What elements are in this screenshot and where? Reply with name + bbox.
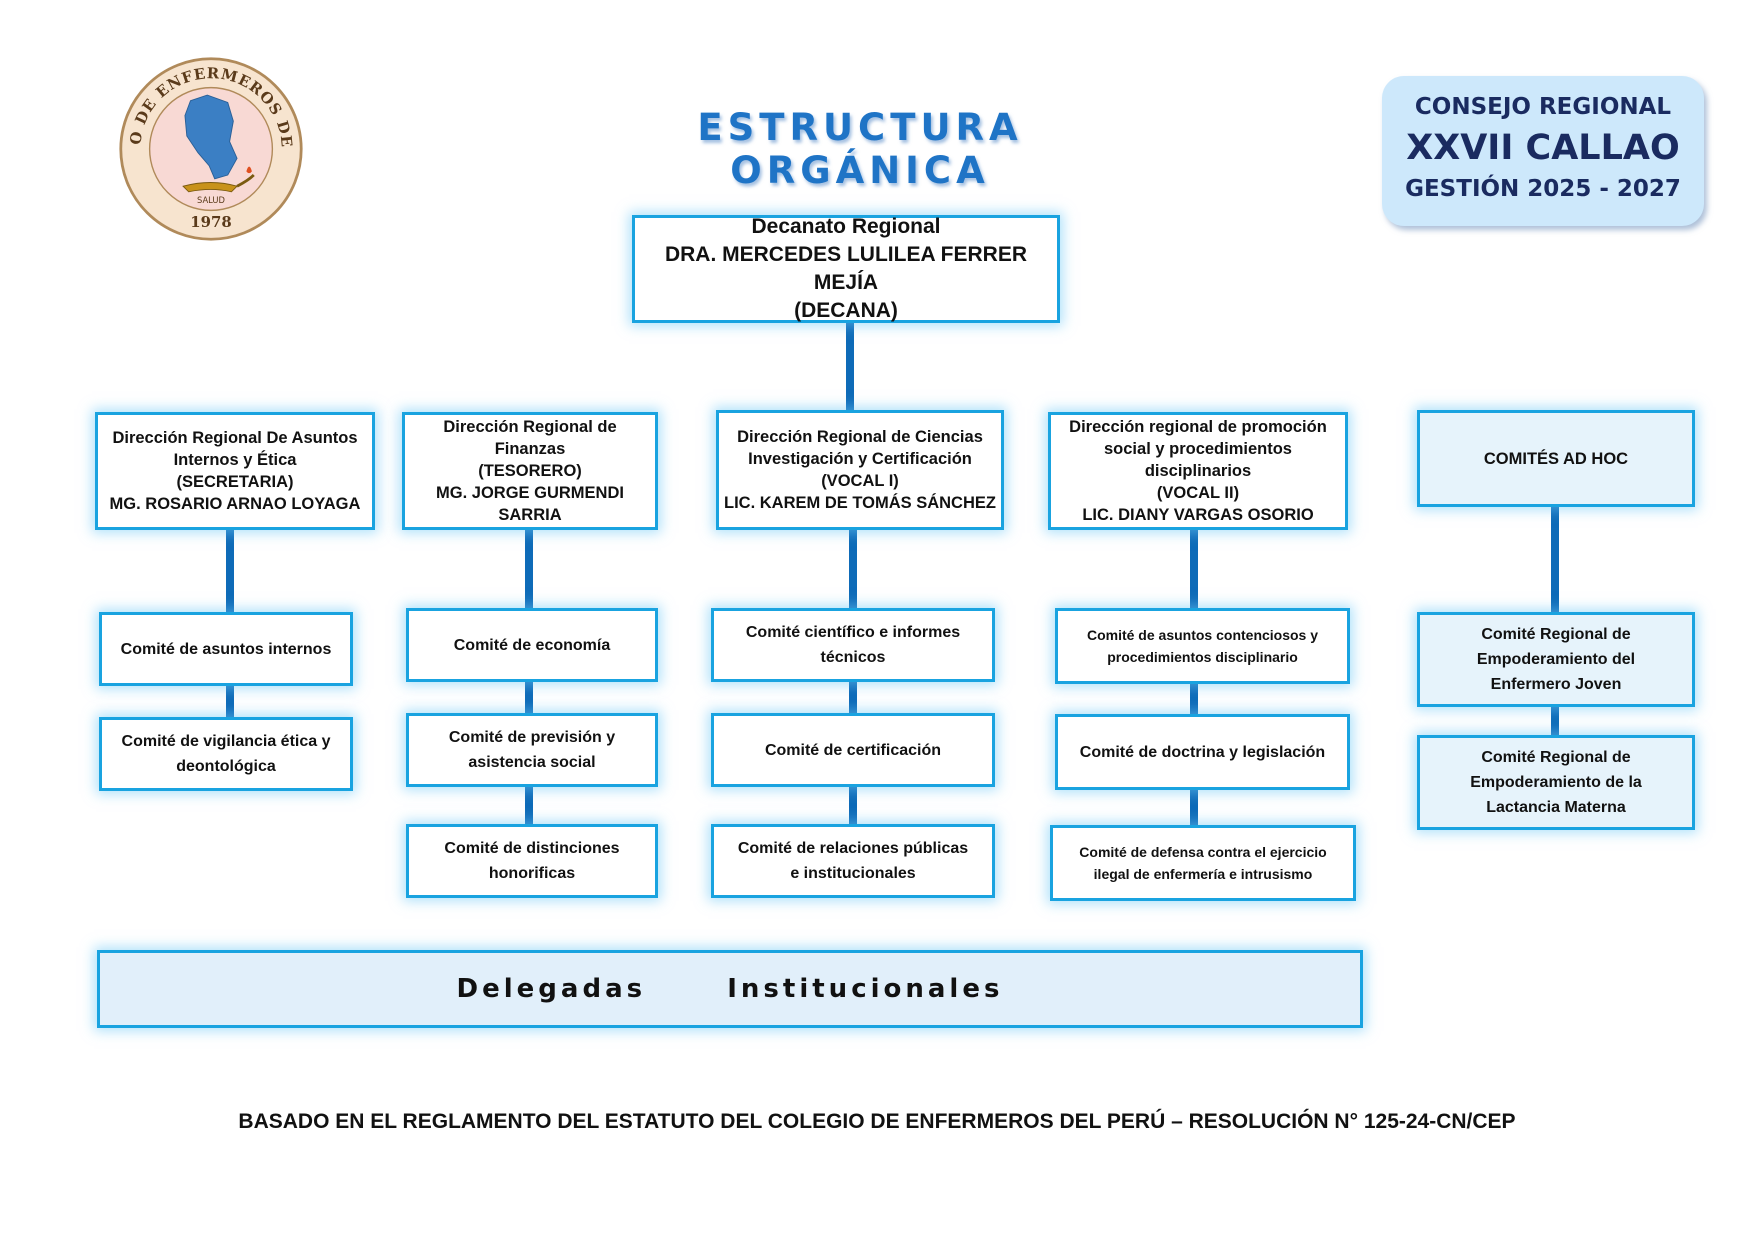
direction-line: LIC. KAREM DE TOMÁS SÁNCHEZ [724,494,996,512]
footer-legal-basis: BASADO EN EL REGLAMENTO DEL ESTATUTO DEL… [238,1110,1516,1133]
committee-economia: Comité de economía [406,608,658,682]
direction-ciencias-box: Dirección Regional de Ciencias Investiga… [716,410,1004,530]
direction-line: MG. ROSARIO ARNAO LOYAGA [109,495,361,513]
root-line: DRA. MERCEDES LULILEA FERRER MEJÍA [664,243,1028,294]
decanato-regional-box: Decanato Regional DRA. MERCEDES LULILEA … [632,215,1060,323]
direction-asuntos-internos-box: Dirección Regional De Asuntos Internos y… [95,412,375,530]
direction-line: COMITÉS AD HOC [1483,449,1629,468]
svg-text:SALUD: SALUD [197,195,225,205]
committee-line: Comité de economía [453,636,611,654]
direction-promocion-social-box: Dirección regional de promoción social y… [1048,412,1348,530]
direction-finanzas-box: Dirección Regional de Finanzas (TESORERO… [402,412,658,530]
committee-lactancia-materna: Comité Regional de Empoderamiento de la … [1417,735,1695,830]
committee-line: e institucionales [790,865,916,882]
committee-line: honorificas [488,865,576,882]
page-title: ESTRUCTURA ORGÁNICA [697,106,1023,192]
committee-line: Comité de certificación [764,741,942,759]
direction-line: (SECRETARIA) [176,473,294,491]
committee-asuntos-internos: Comité de asuntos internos [99,612,353,686]
council-badge: CONSEJO REGIONAL XXVII CALLAO GESTIÓN 20… [1382,76,1704,226]
direction-line: (TESORERO) [478,462,582,480]
root-line: Decanato Regional [751,215,941,238]
council-line-2: XXVII CALLAO [1406,128,1680,168]
direction-line: (VOCAL II) [1156,484,1240,502]
direction-line: social y procedimientos disciplinarios [1104,440,1292,480]
committee-line: Comité de vigilancia ética y [121,733,331,750]
committee-defensa-ejercicio: Comité de defensa contra el ejercicio il… [1050,825,1356,901]
committee-prevision-asistencia: Comité de previsión y asistencia social [406,713,658,787]
committee-certificacion: Comité de certificación [711,713,995,787]
delegates-label: Delegadas Institucionales [456,974,1004,1004]
committee-distinciones: Comité de distinciones honorificas [406,824,658,898]
direction-line: LIC. DIANY VARGAS OSORIO [1082,506,1314,524]
committee-doctrina-legislacion: Comité de doctrina y legislación [1055,714,1350,790]
committee-line: Empoderamiento del [1476,651,1636,668]
committee-line: técnicos [820,649,886,666]
committee-cientifico: Comité científico e informes técnicos [711,608,995,682]
committee-line: Comité científico e informes [745,624,961,641]
committee-line: Comité de defensa contra el ejercicio [1079,844,1327,860]
committee-line: Empoderamiento de la [1470,774,1642,791]
direction-line: Dirección Regional De Asuntos [112,429,358,447]
direction-line: Internos y Ética [173,451,297,469]
committee-line: Comité Regional de [1481,749,1631,766]
committee-line: Comité de asuntos contenciosos y [1086,627,1319,643]
committee-line: Comité de previsión y [448,729,616,746]
committee-line: Enfermero Joven [1490,676,1622,693]
direction-line: Dirección regional de promoción [1069,418,1327,436]
direction-line: MG. JORGE GURMENDI SARRIA [436,484,624,524]
direction-line: Dirección Regional de Finanzas [443,418,617,458]
committee-asuntos-contenciosos: Comité de asuntos contenciosos y procedi… [1055,608,1350,684]
committee-line: Comité Regional de [1481,626,1631,643]
svg-text:1978: 1978 [190,213,231,231]
committee-relaciones-publicas: Comité de relaciones públicas e instituc… [711,824,995,898]
committee-line: asistencia social [468,754,596,771]
committee-line: deontológica [176,758,276,775]
committee-line: ilegal de enfermería e intrusismo [1093,866,1313,882]
root-line: (DECANA) [794,299,898,322]
connector-root-down [846,323,854,410]
colegio-seal-logo: COLEGIO DE ENFERMEROS DEL PERU 1978 SALU… [118,56,303,241]
committee-line: Comité de distinciones [444,840,620,857]
delegadas-institucionales-bar: Delegadas Institucionales [97,950,1363,1028]
council-line-1: CONSEJO REGIONAL [1414,94,1672,120]
committee-line: Comité de doctrina y legislación [1079,743,1326,761]
committee-line: Comité de asuntos internos [120,640,332,658]
committee-vigilancia-etica: Comité de vigilancia ética y deontológic… [99,717,353,791]
committee-line: Comité de relaciones públicas [737,840,969,857]
direction-line: Investigación y Certificación [748,450,972,468]
comites-ad-hoc-box: COMITÉS AD HOC [1417,410,1695,507]
committee-line: procedimientos disciplinario [1107,649,1298,665]
direction-line: (VOCAL I) [821,472,899,490]
council-line-3: GESTIÓN 2025 - 2027 [1405,176,1681,202]
committee-enfermero-joven: Comité Regional de Empoderamiento del En… [1417,612,1695,707]
committee-line: Lactancia Materna [1486,799,1626,816]
direction-line: Dirección Regional de Ciencias [737,428,983,446]
